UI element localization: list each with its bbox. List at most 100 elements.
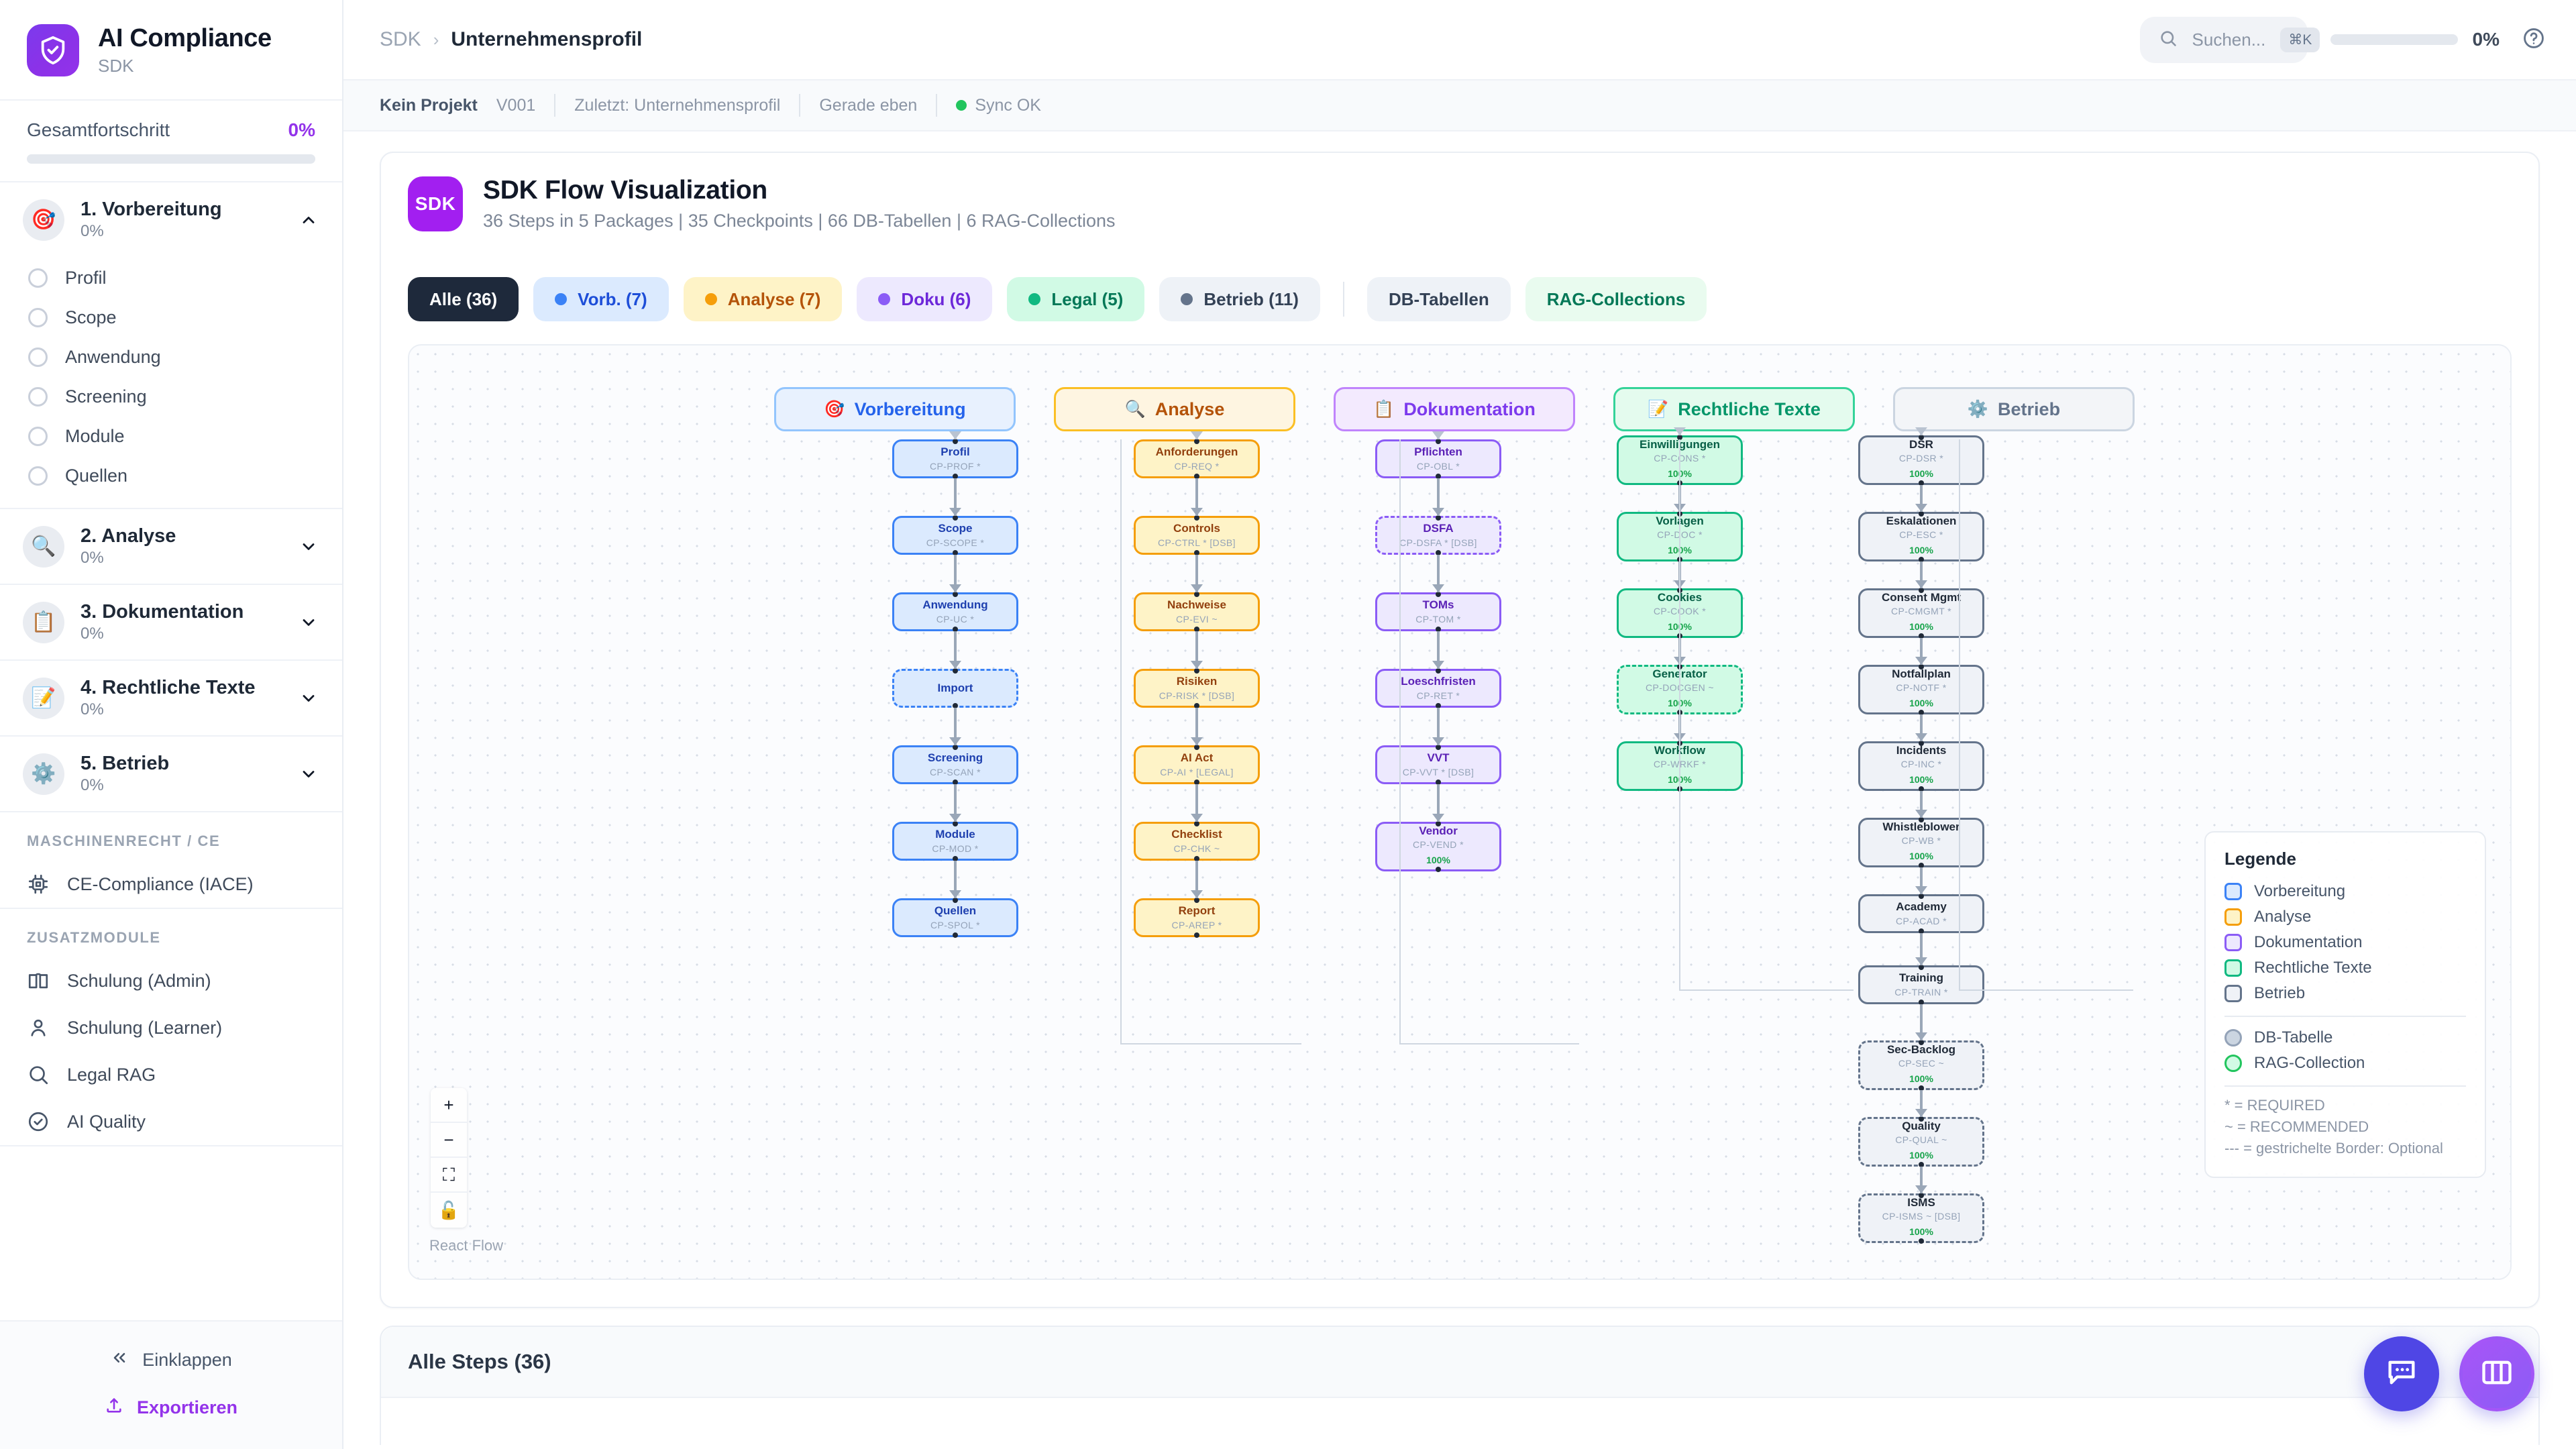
fit-view-button[interactable]: ⛶ xyxy=(431,1158,467,1193)
flow-edge xyxy=(1920,561,1923,588)
node-title: Import xyxy=(937,681,973,694)
filter-chip-doku-6[interactable]: Doku (6) xyxy=(857,277,993,321)
flow-edge xyxy=(954,708,957,745)
step-radio-icon[interactable] xyxy=(28,347,48,367)
sidebar-link-schulung-learner[interactable]: Schulung (Learner) xyxy=(0,1004,342,1051)
sidebar-item-label: Anwendung xyxy=(65,347,161,367)
node-code: CP-EVI ~ xyxy=(1176,613,1218,625)
search-input[interactable]: Suchen... ⌘K xyxy=(2139,16,2320,63)
filter-chip-db-tabellen[interactable]: DB-Tabellen xyxy=(1366,277,1511,321)
meta-divider xyxy=(554,94,556,117)
step-radio-icon[interactable] xyxy=(28,268,48,288)
node-handle-bottom xyxy=(1194,932,1199,938)
filter-chip-legal-5[interactable]: Legal (5) xyxy=(1007,277,1145,321)
sidebar-link-label: Schulung (Learner) xyxy=(67,1017,223,1038)
legend-swatch xyxy=(2224,985,2242,1003)
node-title: DSFA xyxy=(1423,522,1454,535)
breadcrumb-root[interactable]: SDK xyxy=(380,28,421,50)
flow-edge-arrow xyxy=(949,814,961,822)
sidebar-item-module[interactable]: Module xyxy=(0,417,342,456)
content-area: SDK SDK Flow Visualization 36 Steps in 5… xyxy=(343,131,2576,1449)
chat-fab[interactable] xyxy=(2364,1336,2439,1411)
search-icon xyxy=(27,1063,50,1086)
flow-edge-arrow xyxy=(1674,427,1686,435)
step-radio-icon[interactable] xyxy=(28,466,48,486)
sidebar-item-label: Scope xyxy=(65,307,117,327)
node-code: CP-DSR * xyxy=(1898,453,1944,464)
help-circle-icon[interactable] xyxy=(2522,27,2545,53)
filter-chip-alle-36[interactable]: Alle (36) xyxy=(408,277,519,321)
sidebar-link-legal-rag[interactable]: Legal RAG xyxy=(0,1051,342,1098)
flow-edge xyxy=(1195,784,1198,822)
filter-chip-analyse-7[interactable]: Analyse (7) xyxy=(683,277,843,321)
sidebar-item-profil[interactable]: Profil xyxy=(0,258,342,298)
node-code: CP-RISK * [DSB] xyxy=(1159,690,1235,701)
step-radio-icon[interactable] xyxy=(28,387,48,407)
sidebar-item-anwendung[interactable]: Anwendung xyxy=(0,337,342,377)
sidebar-link-ai-quality[interactable]: AI Quality xyxy=(0,1098,342,1145)
sidebar-item-scope[interactable]: Scope xyxy=(0,298,342,337)
collapse-sidebar-button[interactable]: Einklappen xyxy=(0,1336,342,1384)
sidebar-link-schulung-admin[interactable]: Schulung (Admin) xyxy=(0,957,342,1004)
filter-chip-vorb-7[interactable]: Vorb. (7) xyxy=(533,277,669,321)
sidebar-brand[interactable]: AI Compliance SDK xyxy=(0,0,342,101)
node-handle-top xyxy=(1436,592,1441,597)
sidebar-item-quellen[interactable]: Quellen xyxy=(0,456,342,496)
node-code: CP-SCOPE * xyxy=(926,537,985,548)
lock-button[interactable]: 🔓 xyxy=(431,1193,467,1228)
sidebar-link-ce-compliance-iace[interactable]: CE-Compliance (IACE) xyxy=(0,861,342,908)
zoom-out-button[interactable]: − xyxy=(431,1123,467,1158)
zoom-in-button[interactable]: + xyxy=(431,1088,467,1123)
step-radio-icon[interactable] xyxy=(28,308,48,327)
filter-chip-betrieb-11[interactable]: Betrieb (11) xyxy=(1159,277,1320,321)
lane-label: Rechtliche Texte xyxy=(1678,398,1821,419)
filter-chip-rag-collections[interactable]: RAG-Collections xyxy=(1525,277,1707,321)
divider xyxy=(0,735,342,737)
flow-edge-arrow xyxy=(1432,431,1444,439)
export-button[interactable]: Exportieren xyxy=(0,1384,342,1432)
flow-node-import[interactable]: Import xyxy=(892,668,1018,708)
node-handle-bottom xyxy=(1194,627,1199,632)
panel-fab[interactable] xyxy=(2459,1336,2534,1411)
chevron-down-icon xyxy=(303,770,315,777)
step-radio-icon[interactable] xyxy=(28,427,48,446)
sidebar-item-screening[interactable]: Screening xyxy=(0,377,342,417)
